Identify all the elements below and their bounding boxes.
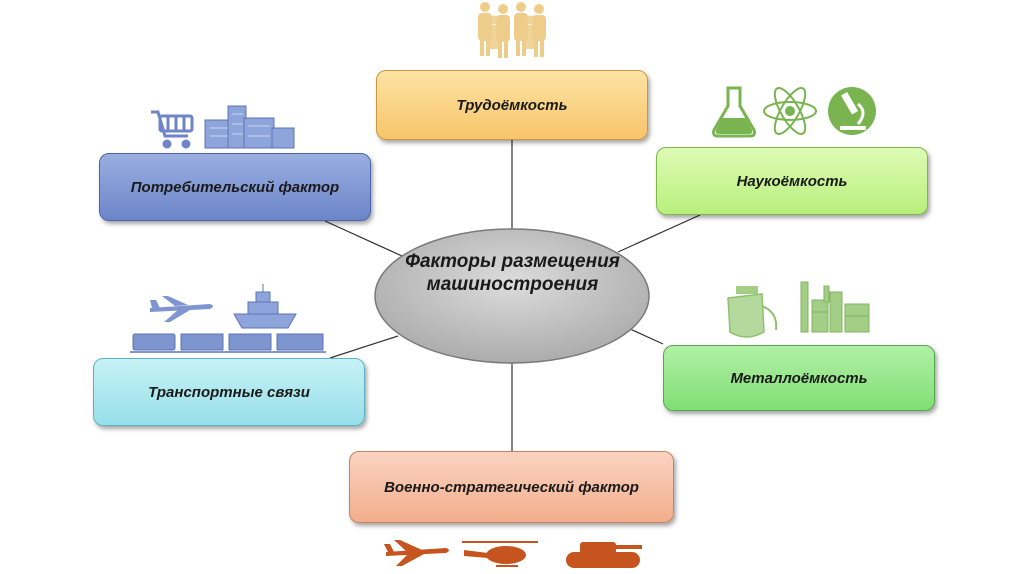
connector-science [617,214,701,253]
factor-labor-label: Трудоёмкость [456,96,568,114]
center-ellipse [374,228,650,364]
helicopter-icon [462,541,538,567]
connector-lines [324,140,701,451]
factor-military-box: Военно-стратегический фактор [349,451,674,523]
factor-metal-label: Металлоёмкость [730,369,868,387]
factor-consumer-label: Потребительский фактор [130,178,340,196]
industrial-plant-icon [800,281,870,333]
connector-transport [329,335,399,359]
ladle-icon [727,286,778,338]
train-icon [130,333,326,353]
factor-labor-box: Трудоёмкость [376,70,648,140]
microscope-icon [828,87,876,135]
ship-icon [233,284,297,329]
connector-consumer [324,220,403,257]
atom-icon [763,87,817,135]
factor-transport-box: Транспортные связи [93,358,365,426]
factory-building-icon [204,105,295,149]
factor-transport-label: Транспортные связи [148,383,310,401]
factor-science-box: Наукоёмкость [656,147,928,215]
tank-icon [566,542,642,568]
people-icon [478,2,546,58]
factor-consumer-box: Потребительский фактор [99,153,371,221]
shopping-cart-icon [151,110,194,149]
factor-military-label: Военно-стратегический фактор [384,478,639,496]
connector-metal [627,327,664,345]
factor-science-label: Наукоёмкость [736,172,848,190]
airplane-icon [150,296,213,322]
fighter-jet-icon [384,540,449,566]
factor-metal-box: Металлоёмкость [663,345,935,411]
flask-icon [712,86,756,138]
center-title: Факторы размещения машиностроения [405,251,620,295]
